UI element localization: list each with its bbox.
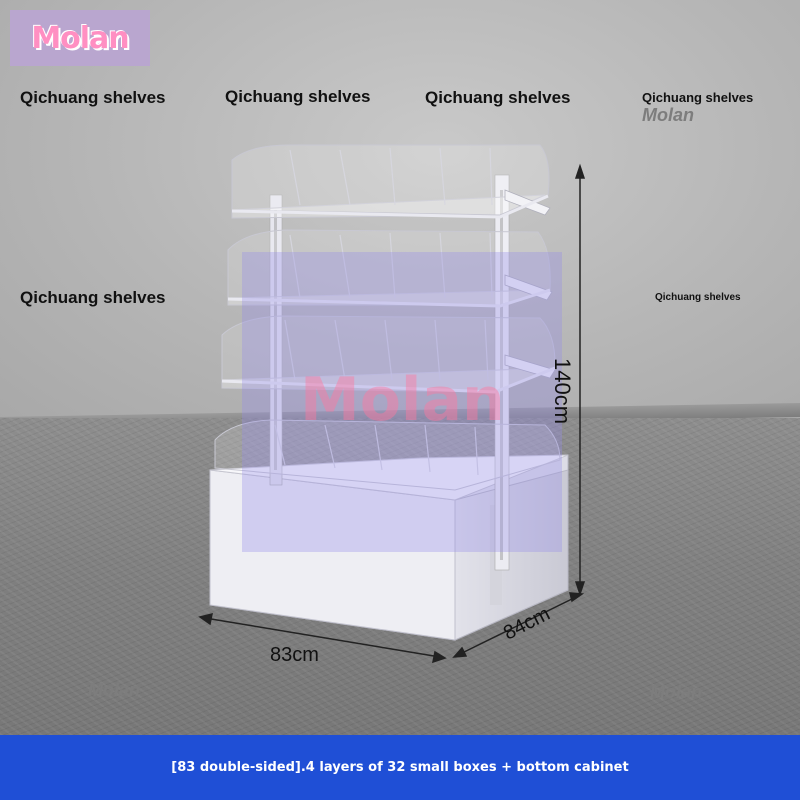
shelf-illustration xyxy=(198,144,586,664)
watermark-molan: Molan xyxy=(88,680,140,700)
watermark-molan: Molan xyxy=(650,682,702,702)
brand-logo: Molan xyxy=(10,10,150,66)
height-dimension: 140cm xyxy=(550,358,575,425)
product-photo: Molan Qichuang shelves Qichuang shelves … xyxy=(0,0,800,735)
watermark-label: Qichuang shelves xyxy=(225,87,371,106)
watermark-label: Qichuang shelves xyxy=(20,288,166,307)
background-wall xyxy=(0,0,800,425)
caption-banner: [83 double-sided].4 layers of 32 small b… xyxy=(0,735,800,800)
watermark-label: Qichuang shelves xyxy=(425,88,571,107)
watermark-center-logo: Molan xyxy=(300,365,505,435)
watermark-overlay xyxy=(242,252,562,552)
watermark-label: Qichuang shelves xyxy=(20,88,166,107)
watermark-molan: Molan xyxy=(642,105,694,125)
width-dimension: 83cm xyxy=(270,644,319,666)
logo-text: Molan xyxy=(31,20,129,56)
caption-text: [83 double-sided].4 layers of 32 small b… xyxy=(171,759,629,775)
watermark-label: Qichuang shelves xyxy=(655,292,741,303)
watermark-label: Qichuang shelves xyxy=(642,90,754,105)
